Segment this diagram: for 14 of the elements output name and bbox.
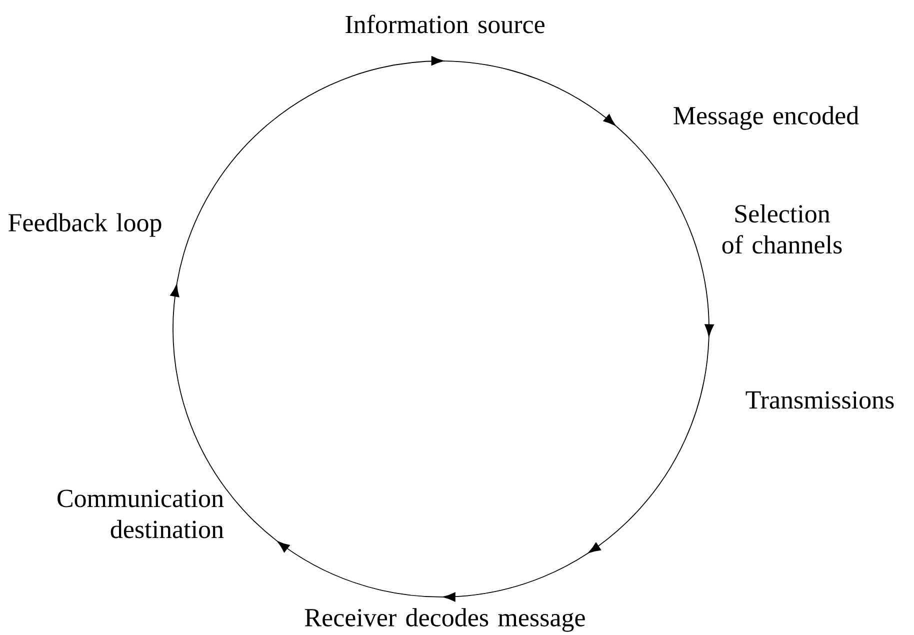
arrow (276, 540, 442, 598)
step-label: Information source (346, 14, 544, 34)
step-label: Transmissions (746, 391, 894, 409)
arrow (445, 60, 618, 128)
arc-line (616, 126, 694, 238)
arrow (440, 338, 710, 602)
step-label: Selection of channels (722, 204, 842, 254)
step-label: Communication destination (58, 490, 224, 538)
step-label: Message encoded (674, 106, 859, 130)
arrow (176, 56, 446, 283)
arrow (692, 236, 714, 339)
arrow (170, 282, 276, 541)
step-label: Receiver decodes message (305, 608, 585, 632)
step-label: Feedback loop (8, 213, 162, 237)
